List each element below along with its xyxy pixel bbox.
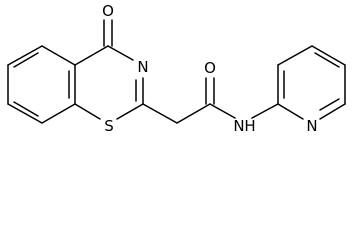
bond bbox=[116, 103, 144, 120]
amide-hydrogen-label: H bbox=[244, 117, 255, 135]
amide-nitrogen-label: N bbox=[233, 117, 244, 135]
bond bbox=[176, 103, 211, 124]
bond bbox=[209, 103, 236, 119]
bond bbox=[311, 45, 346, 66]
ring-sulfur-label: S bbox=[104, 117, 114, 135]
bond bbox=[74, 103, 101, 120]
bonds bbox=[7, 19, 346, 124]
chemical-structure: O N S O N H N bbox=[7, 2, 346, 135]
double-bond-inner bbox=[314, 52, 340, 68]
amide-oxygen-label: O bbox=[204, 59, 216, 77]
bond bbox=[251, 103, 279, 119]
bond bbox=[107, 45, 134, 61]
double-bond-inner bbox=[13, 52, 39, 68]
bond bbox=[277, 103, 304, 120]
ketone-oxygen-label: O bbox=[102, 2, 114, 20]
bond bbox=[7, 103, 43, 124]
double-bond-inner bbox=[13, 101, 39, 117]
bond bbox=[319, 103, 346, 120]
pyridine-nitrogen-label: N bbox=[306, 117, 317, 135]
bond bbox=[41, 45, 76, 66]
bond bbox=[41, 103, 76, 124]
bond bbox=[7, 45, 43, 66]
atom-labels: O N S O N H N bbox=[102, 2, 318, 135]
ring-nitrogen-label: N bbox=[137, 58, 148, 76]
bond bbox=[142, 103, 178, 124]
bond bbox=[277, 45, 313, 66]
double-bond-inner bbox=[319, 98, 340, 111]
bond bbox=[74, 45, 109, 66]
